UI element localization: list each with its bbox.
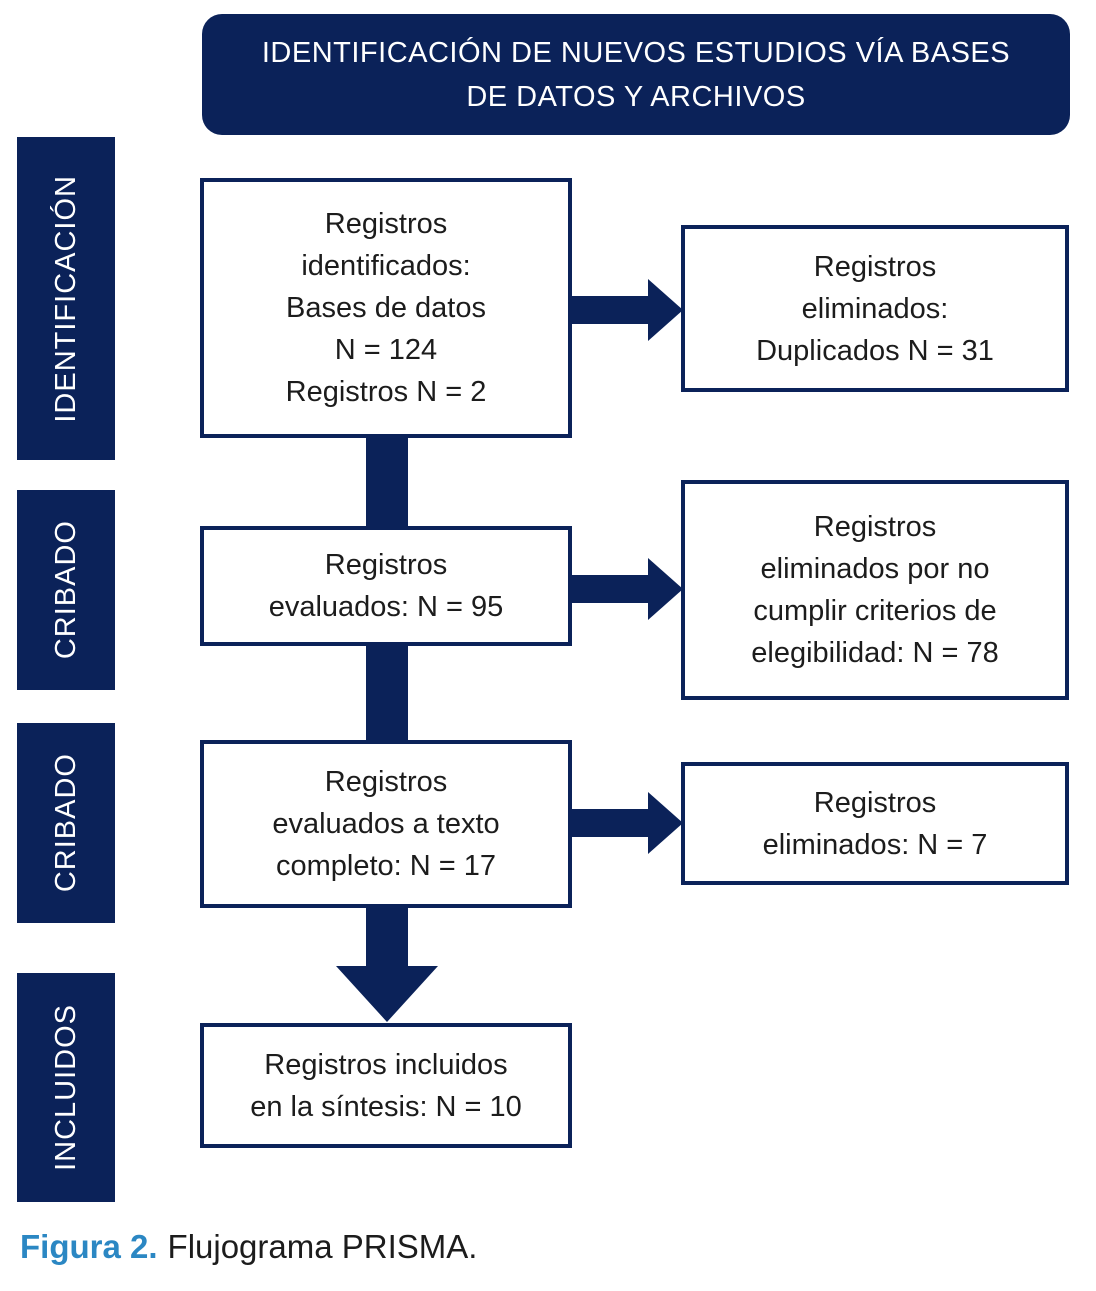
arrow-down-icon [336,966,438,1022]
box-line: evaluados: N = 95 [268,591,504,623]
box-line: en la síntesis: N = 10 [250,1090,522,1123]
stage-cribado-1: CRIBADO [17,490,115,690]
box-registros-evaluados: Registros evaluados: N = 95 [200,526,572,646]
box-line: Registros [324,208,448,240]
connector-down-2 [366,642,408,744]
box-line: Bases de datos [286,292,486,324]
arrow-right-shaft-3 [570,809,650,837]
box-eliminados-elegibilidad: Registros eliminados por no cumplir crit… [681,480,1069,700]
box-line: completo: N = 17 [275,850,497,882]
box-line: Registros incluidos [264,1048,508,1081]
box-line: Registros [813,511,937,543]
box-line: eliminados por no [760,553,990,585]
box-line: Duplicados N = 31 [756,334,994,367]
stage-incluidos-label: INCLUIDOS [49,1004,82,1171]
connector-down-1 [366,434,408,530]
box-line: elegibilidad: N = 78 [751,637,999,669]
box-line: N = 124 [334,334,438,366]
arrow-right-icon-2 [648,558,683,620]
arrow-right-shaft-1 [570,296,650,324]
box-line: identificados: [301,250,471,282]
stage-cribado-2: CRIBADO [17,723,115,923]
box-line: Registros [324,766,448,798]
box-line: cumplir criterios de [753,595,997,627]
header-line-1: IDENTIFICACIÓN DE NUEVOS ESTUDIOS VÍA BA… [261,36,1011,69]
box-line: Registros [324,549,448,581]
arrow-right-icon-1 [648,279,683,341]
stage-identificacion: IDENTIFICACIÓN [17,137,115,460]
box-registros-identificados: Registros identificados: Bases de datos … [200,178,572,438]
arrow-right-icon-3 [648,792,683,854]
box-line: Registros N = 2 [285,376,487,408]
box-eliminados-duplicados: Registros eliminados: Duplicados N = 31 [681,225,1069,392]
figure-caption-text: Flujograma PRISMA. [167,1228,478,1265]
box-line: evaluados a texto [272,808,500,840]
box-eliminados-texto: Registros eliminados: N = 7 [681,762,1069,885]
box-line: Registros [813,786,937,819]
stage-identificacion-label: IDENTIFICACIÓN [49,174,82,423]
figure-caption: Figura 2.Flujograma PRISMA. [20,1226,477,1267]
box-line: Registros [813,250,937,283]
stage-cribado-1-label: CRIBADO [49,520,82,660]
arrow-down-shaft [366,904,408,970]
header-line-2: DE DATOS Y ARCHIVOS [466,80,806,113]
box-line: eliminados: N = 7 [762,828,988,861]
stage-incluidos: INCLUIDOS [17,973,115,1202]
box-registros-texto-completo: Registros evaluados a texto completo: N … [200,740,572,908]
box-registros-incluidos: Registros incluidos en la síntesis: N = … [200,1023,572,1148]
figure-caption-number: Figura 2. [20,1228,158,1265]
arrow-right-shaft-2 [570,575,650,603]
box-line: eliminados: [801,292,949,325]
diagram-header: IDENTIFICACIÓN DE NUEVOS ESTUDIOS VÍA BA… [202,14,1070,135]
stage-cribado-2-label: CRIBADO [49,753,82,893]
